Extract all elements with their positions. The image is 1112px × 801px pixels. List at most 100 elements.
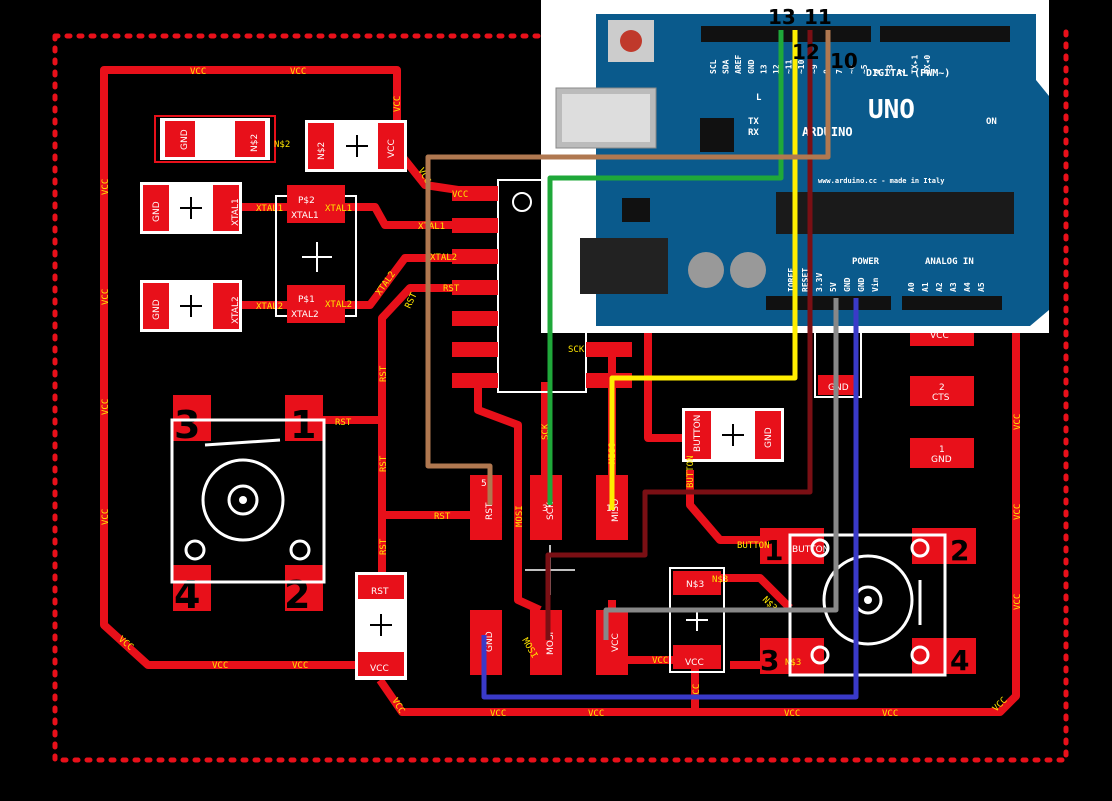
- switch2-n3-net: N$3: [785, 658, 801, 668]
- top_pins-11: ~6: [848, 64, 857, 74]
- isp-rst-net: RST: [434, 512, 451, 522]
- power_pins-3: 5V: [829, 282, 838, 292]
- crystal-xtal2-label: XTAL2: [291, 310, 319, 320]
- arduino-website: www.arduino.cc - made in Italy: [818, 177, 945, 185]
- wire-11-label: 11: [804, 5, 832, 29]
- isp-pin1: 1: [606, 504, 612, 514]
- dotted-board-outline-icon: [52, 27, 1069, 763]
- top_pins-6: ~11: [785, 59, 794, 74]
- ftdi-vcc-label: VCC: [930, 331, 949, 341]
- switch1-pin3: 3: [174, 403, 200, 447]
- crystal-xtal2-net: XTAL2: [325, 300, 352, 310]
- top_pins-12: ~5: [860, 64, 869, 74]
- isp-sck-label: SCK: [546, 501, 556, 520]
- n3-net-label: N$3: [712, 575, 728, 585]
- vcc-label-21: VCC: [1013, 414, 1023, 430]
- top_pins-16: TX▸1: [911, 55, 920, 74]
- top_pins-7: ~10: [797, 59, 806, 74]
- arduino-rx-label: RX: [748, 128, 759, 138]
- crystal-xtal1-net: XTAL1: [325, 204, 352, 214]
- c2-n32-label: N$2: [317, 142, 327, 160]
- capacitor-n3: N$3 VCC N$3 N$3: [669, 567, 778, 673]
- analog_pins-2: A2: [935, 282, 944, 292]
- chip-vcc-label: VCC: [452, 190, 468, 200]
- resistor-button: BUTTON GND BUTTON: [682, 408, 784, 488]
- vcc-label-12: VCC: [212, 661, 228, 671]
- wire-13-label: 13: [768, 5, 796, 29]
- wire-5v-blue: [481, 298, 859, 700]
- chip-sck-label: SCK: [568, 345, 585, 355]
- c2-vcc-label: VCC: [387, 139, 397, 158]
- analog_pins-4: A4: [963, 282, 972, 292]
- power_pins-2: 3.3V: [815, 273, 824, 292]
- resistor-rst-label: RST: [371, 587, 389, 597]
- chip-xtal1-label: XTAL1: [418, 222, 445, 232]
- vcc-label-19: VCC: [1013, 594, 1023, 610]
- isp-vcc-label: VCC: [611, 633, 621, 652]
- trace-sck-label: SCK: [541, 423, 551, 440]
- vcc-label-4: VCC: [101, 289, 111, 305]
- top_pins-2: AREF: [734, 55, 743, 74]
- switch1-pin4: 4: [174, 573, 200, 617]
- arduino-l-label: L: [756, 93, 762, 103]
- top_pins-14: ~3: [885, 64, 894, 74]
- capacitor-c4: GND XTAL2 XTAL2: [140, 280, 283, 332]
- arduino-power-label: POWER: [852, 257, 880, 267]
- top_pins-17: RX◂0: [923, 55, 932, 74]
- vcc-label-17: VCC: [882, 709, 898, 719]
- power_pins-4: GND: [843, 277, 852, 292]
- power_pins-1: RESET: [801, 268, 810, 292]
- arduino-analog-pin-labels: A0 A1 A2 A3 A4 A5: [907, 282, 986, 292]
- isp-mosi-label: MOSI: [546, 632, 556, 655]
- crystal-p2-label: P$2: [298, 196, 315, 206]
- c1-n32-label: N$2: [250, 134, 260, 152]
- c3-gnd-label: GND: [152, 201, 162, 222]
- power_pins-5: GND: [857, 277, 866, 292]
- c1-pin2: 2: [198, 146, 204, 156]
- resistor-vcc-label: VCC: [370, 664, 389, 674]
- capacitor-c1: GND N$2 2 N$2: [154, 115, 290, 163]
- switch2-pin4: 4: [950, 644, 969, 677]
- power_pins-6: Vin: [870, 277, 880, 292]
- arduino-model: UNO: [868, 95, 915, 125]
- capacitor-c3: GND XTAL1 XTAL1: [140, 182, 283, 234]
- trace-vcc-label-8: VCC: [652, 656, 668, 666]
- c4-net-label: XTAL2: [256, 302, 283, 312]
- switch1-pin2: 2: [284, 573, 310, 617]
- wire-gnd-gray: [603, 298, 839, 640]
- vcc-label-10: VCC: [101, 509, 111, 525]
- chip-rst-label: RST: [443, 284, 460, 294]
- arduino-analog-label: ANALOG IN: [925, 257, 974, 267]
- chip-xtal2-label: XTAL2: [430, 253, 457, 263]
- switch2-pin1: 1: [764, 534, 783, 567]
- analog_pins-3: A3: [949, 282, 958, 292]
- top_pins-15: 2: [898, 69, 907, 74]
- trace-mosi-label: MOSI: [515, 505, 525, 527]
- analog_pins-0: A0: [907, 282, 916, 292]
- top_pins-10: 7: [835, 69, 844, 74]
- analog_pins-5: A5: [977, 282, 986, 292]
- jumper-wires: [425, 30, 859, 700]
- vcc-label-13: VCC: [292, 661, 308, 671]
- trace-rst-label-4: RST: [379, 365, 389, 382]
- c3-net-label: XTAL1: [256, 204, 283, 214]
- analog_pins-1: A1: [921, 282, 930, 292]
- isp-miso-label: MISO: [611, 499, 621, 522]
- wire-11-darkred: [545, 30, 813, 640]
- isp-gnd-label: GND: [485, 631, 495, 652]
- crystal-p1-label: P$1: [298, 295, 315, 305]
- wire-10-label: 10: [830, 49, 858, 73]
- rb-gnd-label: GND: [764, 427, 774, 448]
- top_pins-13: 4: [873, 69, 882, 74]
- rb-button-label: BUTTON: [693, 415, 703, 452]
- crystal-xtal1-label: XTAL1: [291, 211, 319, 221]
- crystal: P$2 XTAL1 P$1 XTAL2 XTAL1 XTAL2 XTAL2: [275, 185, 398, 323]
- c4-gnd-label: GND: [152, 299, 162, 320]
- arduino-digital-label: DIGITAL (PWM~): [866, 68, 950, 79]
- vcc-traces: [100, 66, 1020, 716]
- top_pins-3: GND: [747, 59, 756, 74]
- top_pins-8: ~9: [810, 64, 819, 74]
